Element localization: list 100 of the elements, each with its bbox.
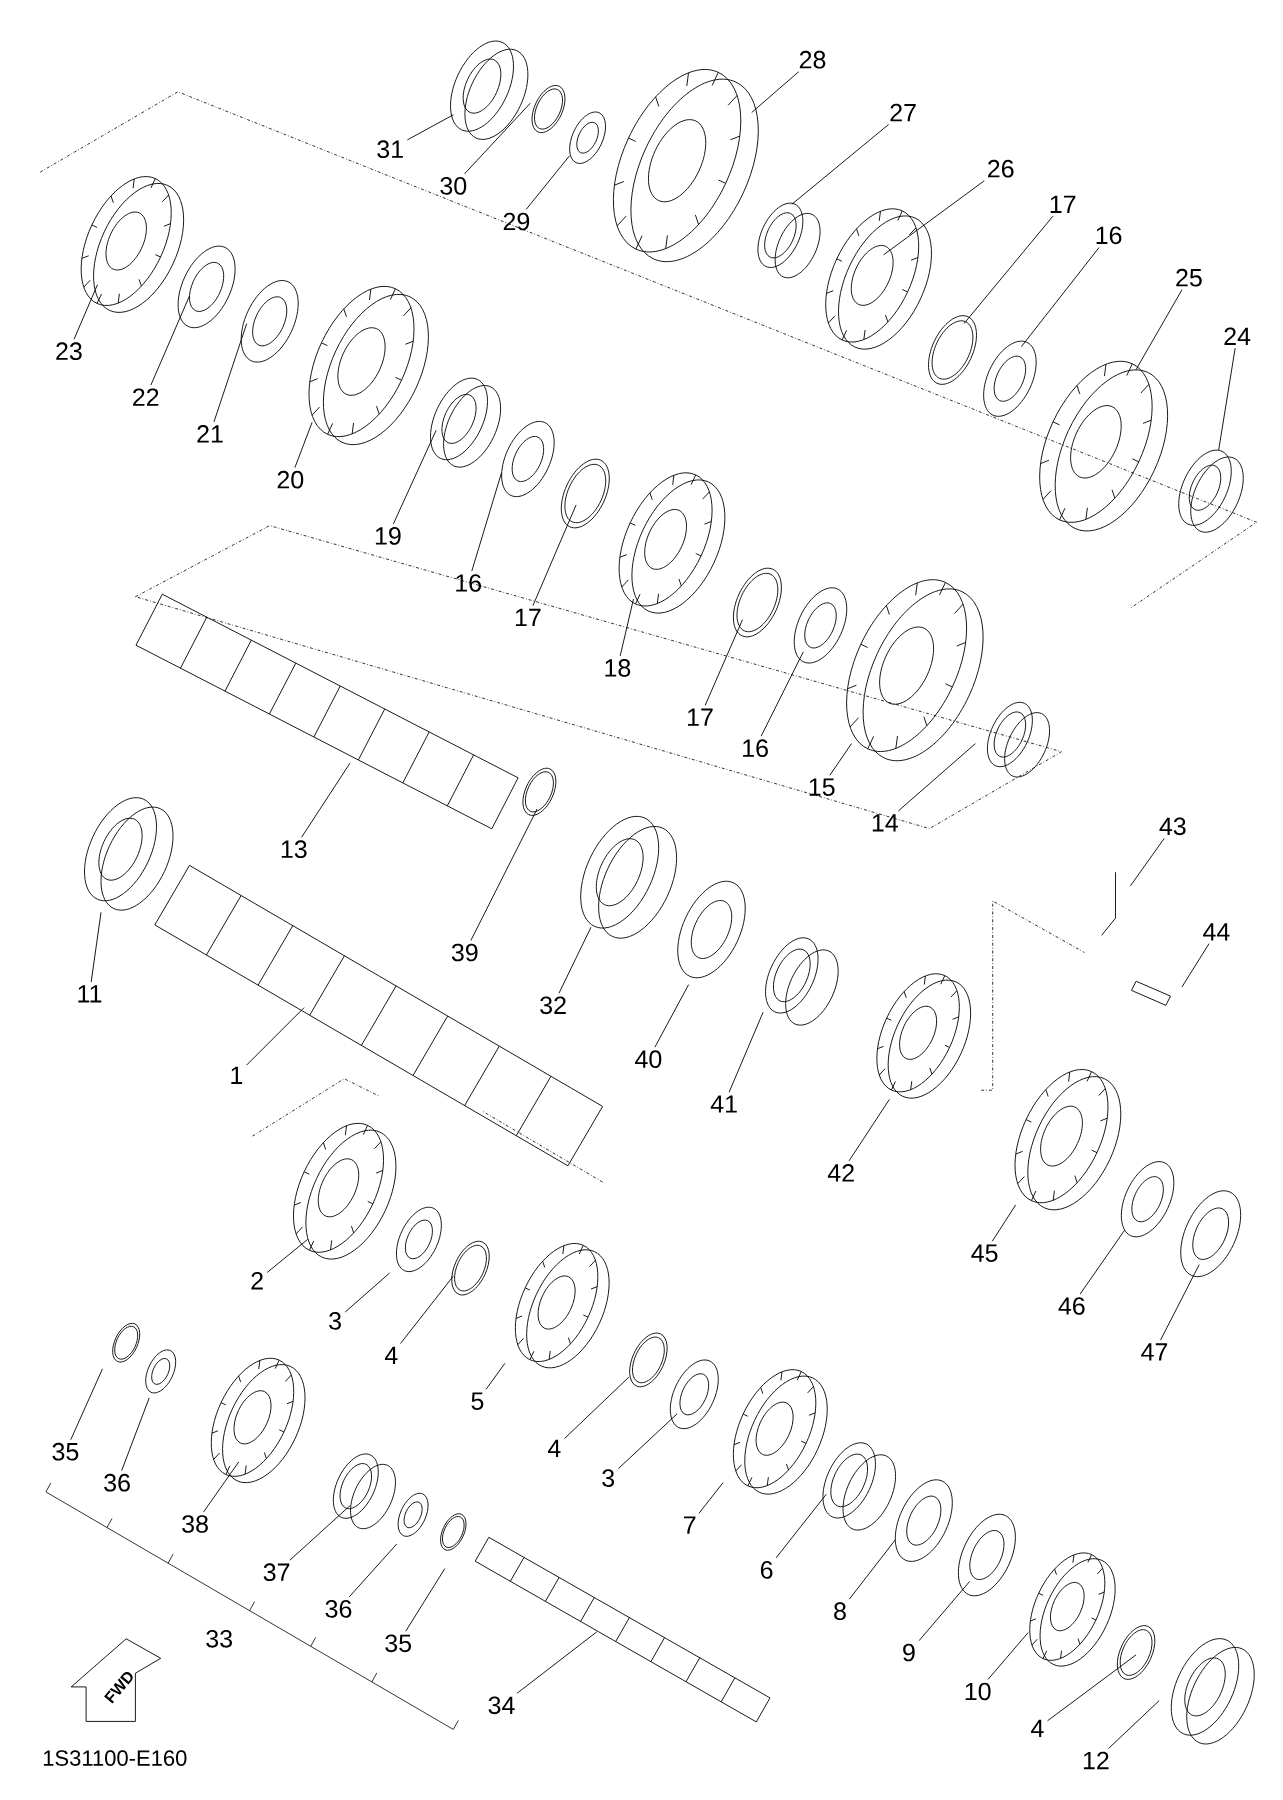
leader-line [121,1397,150,1472]
callout-number: 10 [965,1682,991,1701]
leader-line [301,762,351,838]
callout-number: 16 [1096,226,1122,245]
callout-number: 40 [635,1050,662,1069]
leader-line [203,1461,240,1513]
leader-line [348,1543,398,1598]
callout-number: 19 [375,527,401,545]
callout-number: 32 [540,996,566,1015]
leader-line [987,1632,1029,1680]
leader-line [246,1007,305,1066]
callout-number: 7 [684,1516,696,1534]
leader-line [485,1362,506,1390]
leader-line [1079,1229,1126,1295]
callout-number: 20 [277,470,304,489]
leader-line [897,743,976,812]
callout-number: 33 [206,1629,232,1648]
leader-line [90,911,102,983]
callout-number: 18 [605,659,631,677]
leader-line [1129,837,1165,887]
callout-number: 5 [471,1392,484,1410]
leader-line [344,1272,391,1313]
leader-line [150,295,190,386]
callout-number: 35 [385,1634,412,1653]
leader-line [883,180,985,256]
leader-line [70,1368,103,1441]
callout-number: 12 [1083,1751,1109,1770]
callout-number: 16 [456,574,481,592]
callout-number: 2 [251,1272,263,1290]
leader-line [619,598,634,657]
callout-number: 27 [890,103,916,122]
callout-number: 17 [1050,195,1076,213]
callout-number: 43 [1159,817,1186,836]
callout-number: 21 [197,425,223,443]
leader-line [213,323,248,423]
leader-line [525,155,570,210]
callout-number: 13 [281,840,307,859]
leader-line [848,1539,896,1600]
leader-line [470,808,538,941]
callout-number: 41 [710,1095,737,1113]
callout-number: 15 [809,778,835,796]
callout-number: 35 [52,1442,79,1461]
leader-line [654,984,690,1048]
callout-number: 36 [104,1473,130,1492]
callout-number: 34 [488,1696,515,1715]
leader-line [405,1568,446,1632]
callout-number: 23 [56,342,82,361]
callout-number: 17 [688,708,713,726]
callout-number: 31 [377,140,403,159]
leader-line [617,1413,678,1470]
leader-line [963,215,1054,325]
callout-number: 38 [182,1515,208,1533]
leader-line [1218,347,1236,451]
callout-number: 6 [760,1561,773,1579]
leader-line [266,1238,309,1273]
leader-line [829,743,852,776]
callout-number: 26 [988,159,1014,178]
callout-number: 22 [133,388,159,406]
leader-line [400,1275,454,1344]
callout-number: 42 [827,1164,854,1182]
leader-line [294,421,313,469]
callout-number: 4 [547,1439,561,1457]
callout-number: 4 [1031,1719,1044,1737]
leader-line [704,619,743,706]
callout-number: 39 [451,943,478,962]
callout-number: 24 [1224,327,1251,345]
callout-number: 25 [1176,268,1202,287]
callout-number: 44 [1203,923,1230,941]
callout-number: 8 [834,1602,846,1621]
leader-line [564,1376,630,1440]
leader-line [1047,1654,1137,1722]
callout-number: 14 [872,814,898,832]
callout-number: 30 [440,177,467,195]
leader-line [751,71,800,113]
callout-number: 9 [903,1643,915,1662]
leader-line [392,429,437,525]
callout-number: 17 [515,608,541,626]
leader-line [1135,289,1183,370]
part-code: 1S31100-E160 [43,1750,187,1766]
leader-line [1160,1264,1200,1341]
leader-line [728,1011,764,1093]
callout-number: 1 [231,1066,243,1084]
leader-line [1108,1700,1160,1749]
callout-number: 4 [384,1346,398,1364]
leader-line [558,926,592,994]
leader-line [406,114,454,141]
callout-number: 29 [503,212,530,231]
callout-number: 16 [743,739,768,758]
leader-line [1020,246,1100,348]
callout-number: 11 [78,985,102,1003]
leader-line [991,1204,1017,1242]
callout-number: 45 [971,1244,998,1262]
leader-line [775,1493,827,1559]
leader-line [791,124,890,205]
leader-line [1181,943,1210,988]
callout-number: 3 [329,1312,341,1330]
leader-line [73,284,98,340]
leader-line [698,1482,724,1514]
leader-line [918,1580,971,1642]
callout-number: 37 [263,1563,290,1582]
